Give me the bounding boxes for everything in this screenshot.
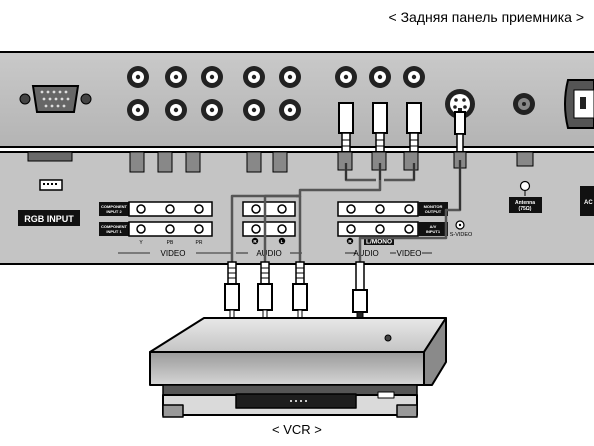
antenna-label: Antenna(75Ω) xyxy=(515,200,535,212)
component-audio-jacks: R L AUDIO xyxy=(236,201,302,258)
rca-jack xyxy=(165,99,187,121)
rgb-input-label: RGB INPUT xyxy=(24,214,74,224)
label-y: Y xyxy=(139,240,143,246)
component-sub-labels: Y PB PR VIDEO xyxy=(118,240,232,258)
rca-jack-grid xyxy=(127,66,425,121)
rca-jack xyxy=(279,99,301,121)
s-video-jack xyxy=(445,89,475,119)
rgb-input-group: RGB INPUT xyxy=(18,179,80,226)
rca-jack xyxy=(127,99,149,121)
label-r2: R xyxy=(348,239,352,244)
s-video-label: S-VIDEO xyxy=(450,232,473,238)
s-video-plug-lower xyxy=(352,261,368,321)
rca-plug xyxy=(372,102,388,164)
power-socket xyxy=(564,79,594,129)
rca-plug xyxy=(257,261,273,323)
label-r: R xyxy=(253,239,257,244)
vcr-rca-plugs xyxy=(224,261,368,323)
antenna-jack xyxy=(513,93,535,115)
label-pb: PB xyxy=(167,240,174,246)
rca-jack xyxy=(243,66,265,88)
rca-jack xyxy=(201,99,223,121)
rca-jack xyxy=(279,66,301,88)
audio-label: AUDIO xyxy=(256,249,281,258)
audio-label-2: AUDIO xyxy=(353,249,378,258)
rca-jack xyxy=(335,66,357,88)
rca-jack xyxy=(243,99,265,121)
upper-rear-panel xyxy=(0,51,594,148)
rca-plug xyxy=(338,102,354,164)
vcr-caption: < VCR > xyxy=(272,422,322,437)
rca-plug xyxy=(292,261,308,323)
rca-jack xyxy=(403,66,425,88)
rca-plug xyxy=(224,261,240,323)
l-mono-label: L/MONO xyxy=(366,239,392,246)
cable-jacket xyxy=(345,160,461,210)
inserted-rca-plugs xyxy=(338,102,466,164)
s-video-lower: S-VIDEO xyxy=(450,220,473,238)
rca-jack xyxy=(369,66,391,88)
rca-jack xyxy=(165,66,187,88)
vga-port xyxy=(19,85,92,113)
ac-edge-label: AC xyxy=(584,200,593,206)
video-label: VIDEO xyxy=(161,249,186,258)
antenna-lower: Antenna(75Ω) AC xyxy=(509,180,593,213)
label-l: L xyxy=(281,239,284,244)
rear-panel-caption: < Задняя панель приемника > xyxy=(388,9,584,25)
rca-jack xyxy=(127,66,149,88)
vcr-device xyxy=(149,317,447,418)
rca-jack xyxy=(201,66,223,88)
label-pr: PR xyxy=(196,240,203,246)
lower-panel xyxy=(0,151,594,265)
video-label-2: VIDEO xyxy=(397,249,422,258)
